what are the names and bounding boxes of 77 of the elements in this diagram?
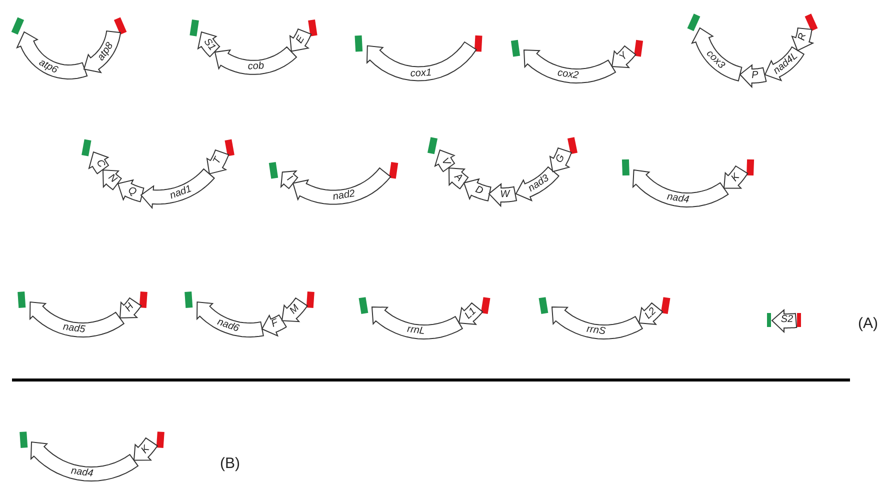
gene-label: cox2 [556,68,579,82]
gene-segment [102,168,123,190]
gene-segment [140,168,216,209]
gene-label: nad6 [216,318,240,335]
gene-label: A [452,172,464,184]
panel-label: (B) [220,454,240,474]
gene-label: W [500,190,510,200]
gene-segment [280,170,298,190]
gene-segment [83,30,122,74]
gene-label: I [284,174,294,184]
gene-segment [366,41,477,82]
gene-segment [523,49,617,84]
gene-segment [260,314,288,337]
gene-segment [16,31,88,80]
gene-label: S2 [780,315,794,326]
gene-label: nad4 [70,466,94,480]
gene-label: K [730,172,742,184]
gene-label: nad2 [332,189,356,203]
gene-segment [28,301,125,338]
gene-label: nad5 [62,323,86,336]
gene-segment [281,297,309,323]
gene-label: R [798,32,810,42]
gene-segment [371,306,464,340]
gene-label: C [93,158,106,170]
gene-label: rrnS [585,325,606,338]
gene-label: M [288,304,302,317]
gene-segment [638,302,664,325]
gene-label: H [124,302,136,314]
gene-label: atp6 [36,58,59,76]
gene-segment [30,441,140,482]
gene-label: Y [618,50,630,63]
gene-label: cox3 [704,49,726,72]
gene-segment [434,149,456,173]
gene-label: cox1 [410,68,432,80]
gene-segment [791,26,814,52]
gene-label: K [140,444,152,456]
gene-label: nad3 [526,174,551,194]
gene-segment [289,28,312,53]
panel-label: (A) [858,314,878,334]
gene-label: nad1 [169,184,194,202]
gene-segment [196,301,264,338]
gene-segment [632,169,730,208]
gene-segment [462,178,492,202]
gene-label: N [106,173,118,186]
gene-segment [771,308,798,332]
gene-label: nad4 [666,192,690,206]
gene-segment [691,27,743,82]
gene-label: cob [248,61,265,72]
gene-segment [514,166,560,202]
gene-label: E [295,34,308,46]
gene-segment [764,46,805,82]
gene-segment [292,166,392,205]
gene-label: S1 [202,37,217,53]
gene-label: P [752,70,760,82]
gene-segment [610,44,637,68]
gene-segment [214,46,298,75]
gene-label: D [474,184,484,197]
gene-label: L2 [643,306,658,322]
gene-label: V [439,156,452,168]
gene-label: L1 [463,306,478,322]
gene-label: Q [126,186,138,198]
gene-label: F [270,318,280,330]
gene-segment [118,297,142,319]
gene-label: G [555,152,568,164]
gene-segment [88,151,110,175]
gene-segment [488,182,518,207]
gene-segment [458,302,484,325]
gene-segment [551,306,644,340]
gene-segment [116,179,144,203]
gene-segment [133,437,159,462]
gene-label: T [212,156,224,166]
gene-segment [739,64,768,88]
gene-segment [723,165,749,190]
gene-segment [549,146,573,172]
gene-segment [206,148,230,174]
gene-segment [448,166,470,190]
gene-label: rrnL [406,325,425,338]
